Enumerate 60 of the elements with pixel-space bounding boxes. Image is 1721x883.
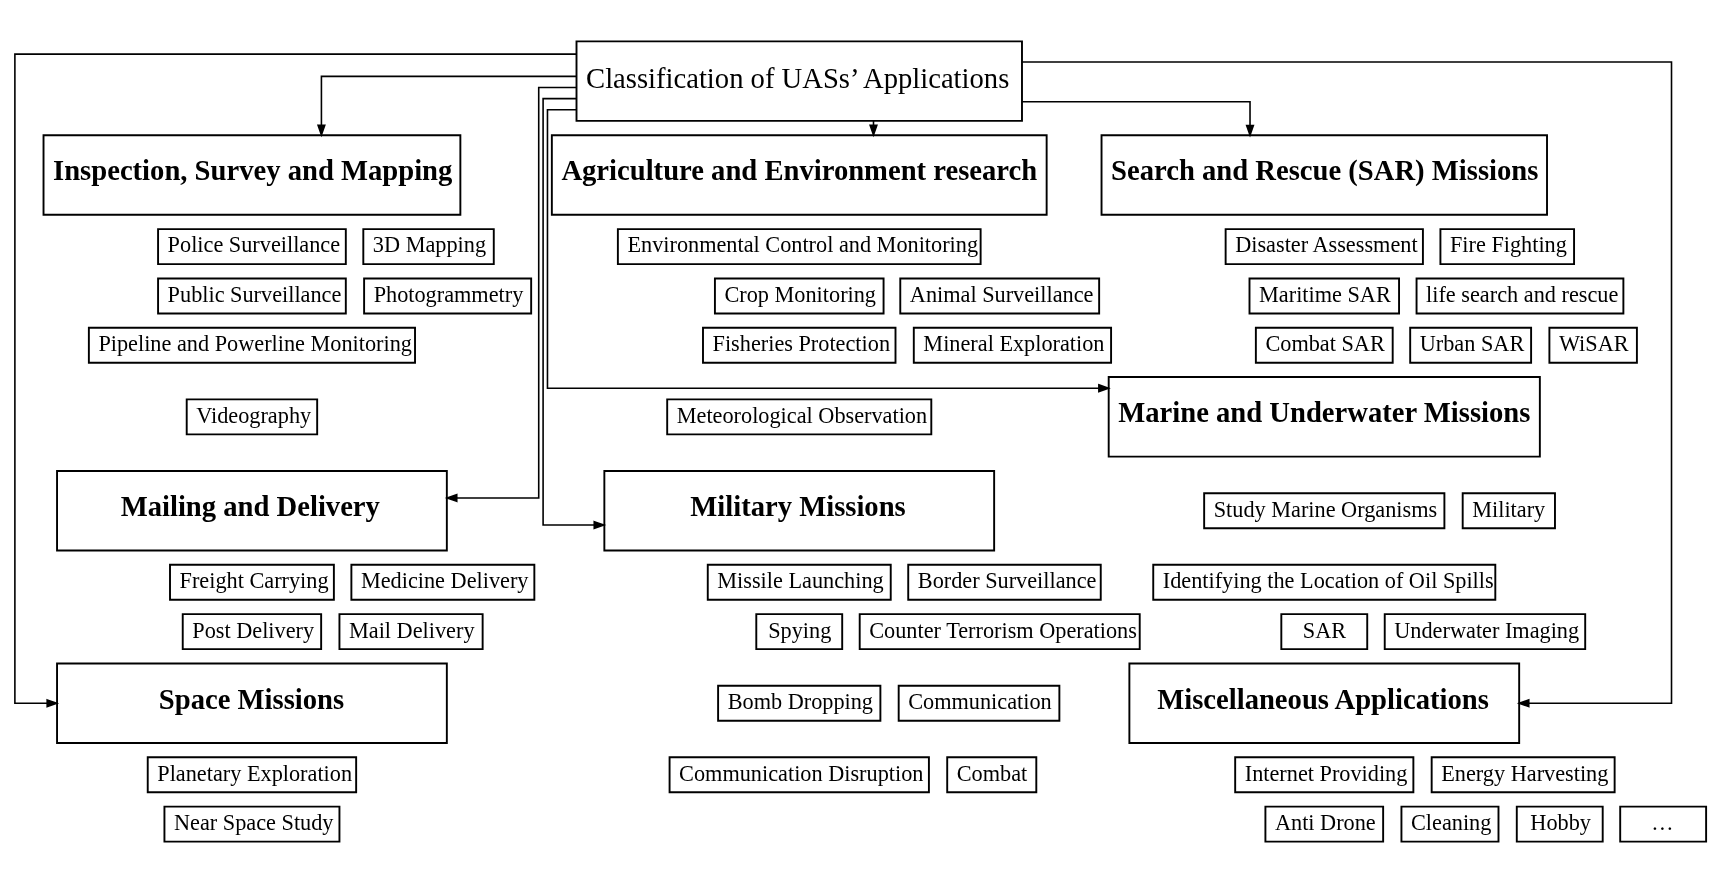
- node-box: Military Missions: [603, 469, 996, 552]
- node-box: Identifying the Location of Oil Spills: [1152, 563, 1497, 601]
- node-box: Cleaning: [1400, 805, 1500, 843]
- node-box: Space Missions: [56, 662, 448, 744]
- arrow: [1021, 61, 1673, 708]
- node-box: Anti Drone: [1264, 805, 1385, 843]
- arrow: [1021, 101, 1255, 138]
- node-box: Classification of UASs’ Applications: [575, 40, 1023, 122]
- node-box: Post Delivery: [181, 613, 323, 651]
- node-box: Combat: [946, 756, 1038, 794]
- node-box: Medicine Delivery: [350, 563, 536, 601]
- node-box: …: [1619, 805, 1708, 843]
- node-box: Energy Harvesting: [1430, 756, 1616, 794]
- node-box: Animal Surveillance: [899, 277, 1101, 315]
- node-box: Communication: [897, 684, 1061, 722]
- node-box: Crop Monitoring: [713, 277, 885, 315]
- arrow: [444, 86, 577, 503]
- node-box: Communication Disruption: [668, 756, 930, 794]
- node-box: Pipeline and Powerline Monitoring: [87, 326, 416, 364]
- node-box: Fisheries Protection: [702, 326, 897, 364]
- node-box: Military: [1461, 492, 1556, 530]
- node-box: Meteorological Observation: [666, 398, 933, 436]
- node-box: Agriculture and Environment research: [550, 134, 1048, 216]
- node-box: Disaster Assessment: [1224, 228, 1424, 266]
- node-box: Mail Delivery: [338, 613, 484, 651]
- node-box: life search and rescue: [1415, 277, 1625, 315]
- node-box: Photogrammetry: [363, 277, 533, 315]
- arrow: [14, 53, 577, 708]
- arrow: [316, 75, 578, 138]
- node-box: Fire Fighting: [1439, 228, 1575, 266]
- node-box: Bomb Dropping: [717, 684, 882, 722]
- node-box: Mineral Exploration: [912, 326, 1113, 364]
- node-box: Counter Terrorism Operations: [858, 613, 1141, 651]
- node-box: Missile Launching: [706, 563, 892, 601]
- node-box: Combat SAR: [1254, 326, 1394, 364]
- node-box: Inspection, Survey and Mapping: [42, 134, 462, 216]
- node-box: Police Surveillance: [157, 228, 347, 266]
- node-box: Near Space Study: [163, 805, 341, 843]
- node-box: SAR: [1280, 613, 1369, 651]
- node-box: Mailing and Delivery: [56, 469, 448, 552]
- node-box: Miscellaneous Applications: [1128, 662, 1521, 744]
- node-box: Study Marine Organisms: [1203, 492, 1446, 530]
- node-box: Search and Rescue (SAR) Missions: [1100, 134, 1548, 216]
- node-box: Hobby: [1515, 805, 1604, 843]
- node-box: Maritime SAR: [1248, 277, 1400, 315]
- node-box: Freight Carrying: [169, 563, 335, 601]
- arrow: [546, 109, 1111, 393]
- node-box: Environmental Control and Monitoring: [616, 228, 982, 266]
- node-box: Public Surveillance: [157, 277, 347, 315]
- node-box: Planetary Exploration: [146, 756, 358, 794]
- node-box: Border Surveillance: [907, 563, 1102, 601]
- node-box: 3D Mapping: [362, 228, 495, 266]
- node-box: Spying: [755, 613, 844, 651]
- node-box: WiSAR: [1548, 326, 1638, 364]
- node-box: Marine and Underwater Missions: [1107, 376, 1541, 458]
- node-box: Urban SAR: [1409, 326, 1533, 364]
- node-box: Videography: [185, 398, 319, 436]
- node-box: Internet Providing: [1234, 756, 1415, 794]
- node-box: Underwater Imaging: [1383, 613, 1587, 651]
- arrow: [542, 97, 607, 530]
